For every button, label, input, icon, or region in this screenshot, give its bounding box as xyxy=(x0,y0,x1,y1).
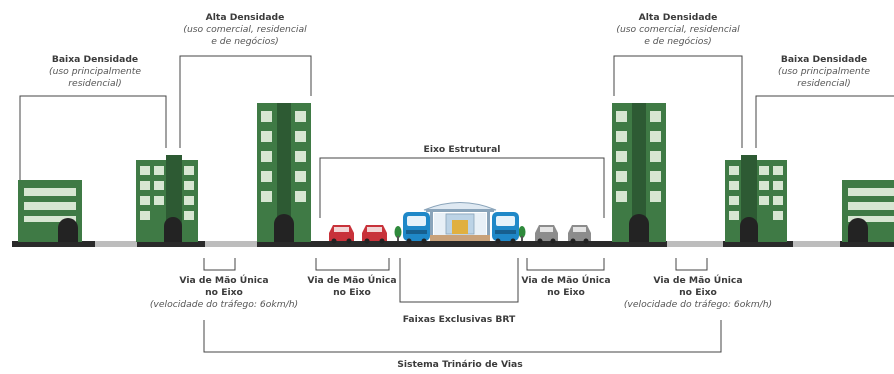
label-sub: e de negócios) xyxy=(211,36,279,47)
label-line: no Eixo xyxy=(679,287,717,298)
bracket-via-inner-right xyxy=(526,258,605,271)
car-grey-2 xyxy=(568,225,591,244)
label-title: Eixo Estrutural xyxy=(423,144,501,155)
label-baixa-densidade-right: Baixa Densidade (uso principalmente resi… xyxy=(754,54,894,90)
label-title: Baixa Densidade xyxy=(780,54,868,65)
label-via-inner-left: Via de Mão Única no Eixo xyxy=(300,275,404,299)
label-title: Alta Densidade xyxy=(638,12,718,23)
label-sub: (velocidade do tráfego: 6okm/h) xyxy=(149,299,299,310)
bracket-eixo xyxy=(319,157,605,218)
bracket-baixa-right xyxy=(755,95,894,148)
label-sub: (uso principalmente xyxy=(48,66,142,77)
bracket-brt xyxy=(399,258,519,303)
bracket-alta-right xyxy=(613,55,743,148)
label-eixo-estrutural: Eixo Estrutural xyxy=(392,144,532,156)
label-sub: (uso comercial, residencial xyxy=(616,24,740,35)
sidewalk-left-1 xyxy=(95,241,137,247)
mid-density-building-left xyxy=(136,155,198,242)
label-via-inner-right: Via de Mão Única no Eixo xyxy=(514,275,618,299)
label-line: no Eixo xyxy=(205,287,243,298)
bracket-via-outer-left xyxy=(203,258,236,271)
bracket-alta-left xyxy=(179,55,312,148)
label-title: Baixa Densidade xyxy=(51,54,139,65)
sidewalk-left-2 xyxy=(205,241,257,247)
bracket-via-outer-right xyxy=(675,258,708,271)
label-sub: residencial) xyxy=(68,78,122,89)
label-alta-densidade-right: Alta Densidade (uso comercial, residenci… xyxy=(600,12,756,48)
bracket-trinario xyxy=(203,320,722,353)
label-via-outer-left: Via de Mão Única no Eixo (velocidade do … xyxy=(134,275,314,311)
brt-station xyxy=(423,202,497,241)
sidewalk-right-2 xyxy=(793,241,840,247)
label-sub: e de negócios) xyxy=(644,36,712,47)
brt-bus-left xyxy=(403,212,430,244)
car-red-2 xyxy=(362,225,387,244)
label-sub: (uso principalmente xyxy=(777,66,871,77)
car-red-1 xyxy=(329,225,354,244)
tree-right xyxy=(518,226,526,241)
sidewalk-right-1 xyxy=(667,241,723,247)
label-via-outer-right: Via de Mão Única no Eixo (velocidade do … xyxy=(608,275,788,311)
label-line: no Eixo xyxy=(547,287,585,298)
label-title: Faixas Exclusivas BRT xyxy=(402,314,516,325)
brt-bus-right xyxy=(492,212,519,244)
label-sub: (velocidade do tráfego: 6okm/h) xyxy=(623,299,773,310)
label-line: no Eixo xyxy=(333,287,371,298)
label-sub: residencial) xyxy=(797,78,851,89)
bracket-baixa-left xyxy=(19,95,167,180)
mid-density-building-right xyxy=(725,155,787,242)
label-title: Alta Densidade xyxy=(205,12,285,23)
bracket-via-inner-left xyxy=(315,258,390,271)
top-brackets xyxy=(19,55,894,218)
label-faixas-brt: Faixas Exclusivas BRT xyxy=(394,314,524,326)
high-density-building-left xyxy=(257,103,311,242)
label-baixa-densidade-left: Baixa Densidade (uso principalmente resi… xyxy=(20,54,170,90)
low-density-building-left xyxy=(18,180,82,242)
label-alta-densidade-left: Alta Densidade (uso comercial, residenci… xyxy=(168,12,322,48)
low-density-building-right xyxy=(842,180,894,242)
label-sistema-trinario: Sistema Trinário de Vias xyxy=(380,359,540,371)
road xyxy=(12,241,894,247)
label-line: Via de Mão Única xyxy=(653,275,743,286)
label-sub: (uso comercial, residencial xyxy=(183,24,307,35)
label-title: Sistema Trinário de Vias xyxy=(397,359,523,370)
car-grey-1 xyxy=(535,225,558,244)
road-base xyxy=(12,241,894,247)
label-line: Via de Mão Única xyxy=(179,275,269,286)
label-line: Via de Mão Única xyxy=(521,275,611,286)
bottom-brackets xyxy=(203,258,722,353)
label-line: Via de Mão Única xyxy=(307,275,397,286)
tree-left xyxy=(394,226,402,241)
high-density-building-right xyxy=(612,103,666,242)
